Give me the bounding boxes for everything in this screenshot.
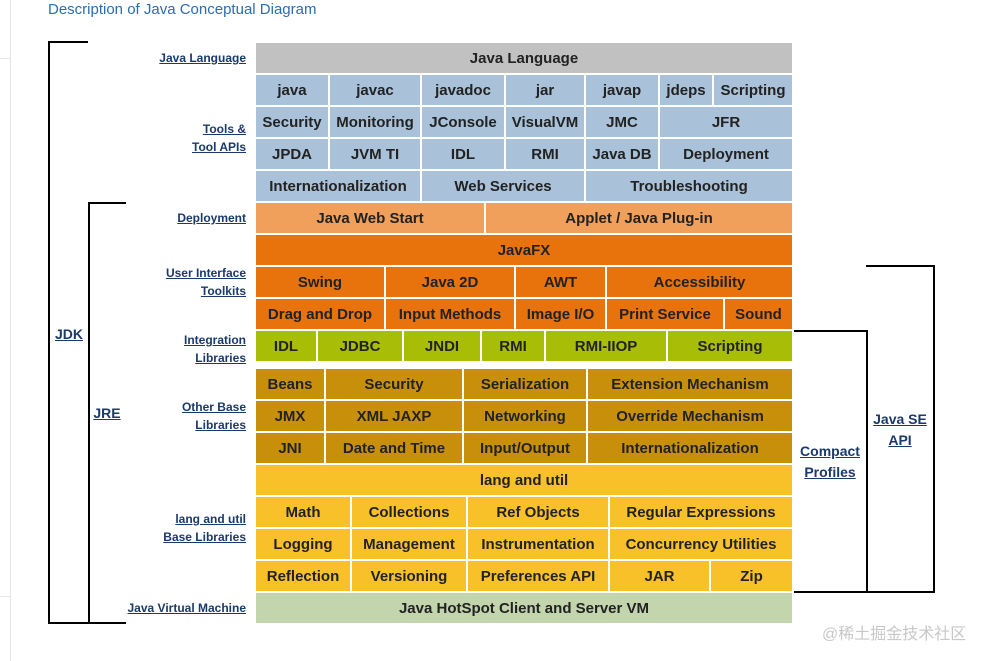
block-collections: Collections xyxy=(352,497,468,529)
block-troubleshooting: Troubleshooting xyxy=(586,171,794,203)
jdk-bracket xyxy=(48,41,88,624)
label-lang-util[interactable]: lang and util Base Libraries xyxy=(163,512,246,544)
block-javap: javap xyxy=(586,75,660,107)
java-se-api-label[interactable]: Java SE API xyxy=(873,411,927,448)
block-xml-jaxp: XML JAXP xyxy=(326,401,464,433)
compact-profiles-bracket xyxy=(794,330,868,593)
block-date-time: Date and Time xyxy=(326,433,464,465)
watermark: @稀土掘金技术社区 xyxy=(822,626,967,643)
block-jmx: JMX xyxy=(256,401,326,433)
block-javac: javac xyxy=(330,75,422,107)
block-jpda: JPDA xyxy=(256,139,330,171)
block-sound: Sound xyxy=(725,299,794,331)
block-jvmti: JVM TI xyxy=(330,139,422,171)
block-i18n-tool: Internationalization xyxy=(256,171,422,203)
block-drag-drop: Drag and Drop xyxy=(256,299,386,331)
block-ref-objects: Ref Objects xyxy=(468,497,610,529)
block-jar: JAR xyxy=(610,561,711,593)
page-edge-line xyxy=(10,0,11,661)
block-lang-util: lang and util xyxy=(256,465,794,497)
block-web-services: Web Services xyxy=(422,171,586,203)
jre-label[interactable]: JRE xyxy=(93,405,121,421)
block-preferences: Preferences API xyxy=(468,561,610,593)
label-deployment[interactable]: Deployment xyxy=(177,211,246,225)
block-monitoring: Monitoring xyxy=(330,107,422,139)
label-tools[interactable]: Tools & Tool APIs xyxy=(192,122,246,154)
block-security: Security xyxy=(326,369,464,401)
block-javadoc: javadoc xyxy=(422,75,506,107)
block-regex: Regular Expressions xyxy=(610,497,794,529)
block-jconsole: JConsole xyxy=(422,107,506,139)
block-hotspot-vm: Java HotSpot Client and Server VM xyxy=(256,593,794,625)
block-swing: Swing xyxy=(256,267,386,299)
jre-bracket xyxy=(88,202,126,624)
block-input-methods: Input Methods xyxy=(386,299,516,331)
block-reflection: Reflection xyxy=(256,561,352,593)
block-java-language: Java Language xyxy=(256,43,794,75)
label-ui-toolkits[interactable]: User Interface Toolkits xyxy=(165,266,246,298)
block-beans: Beans xyxy=(256,369,326,401)
block-rmi-iiop: RMI-IIOP xyxy=(546,331,668,363)
block-networking: Networking xyxy=(464,401,588,433)
label-java-language[interactable]: Java Language xyxy=(159,51,246,65)
label-jvm[interactable]: Java Virtual Machine xyxy=(127,601,247,615)
page-edge-tick xyxy=(0,58,10,59)
block-instrumentation: Instrumentation xyxy=(468,529,610,561)
block-scripting: Scripting xyxy=(668,331,794,363)
page-title[interactable]: Description of Java Conceptual Diagram xyxy=(48,1,317,18)
page-edge-tick xyxy=(0,596,10,597)
block-idl-tool: IDL xyxy=(422,139,506,171)
block-extension-mechanism: Extension Mechanism xyxy=(588,369,794,401)
block-logging: Logging xyxy=(256,529,352,561)
block-awt: AWT xyxy=(516,267,607,299)
block-jar-tool: jar xyxy=(506,75,586,107)
block-override-mechanism: Override Mechanism xyxy=(588,401,794,433)
jdk-label[interactable]: JDK xyxy=(54,326,83,342)
block-web-start: Java Web Start xyxy=(256,203,486,235)
block-versioning: Versioning xyxy=(352,561,468,593)
block-javafx: JavaFX xyxy=(256,235,794,267)
block-management: Management xyxy=(352,529,468,561)
block-jndi: JNDI xyxy=(404,331,482,363)
block-jfr: JFR xyxy=(660,107,794,139)
block-accessibility: Accessibility xyxy=(607,267,794,299)
java-se-api-bracket xyxy=(866,265,935,593)
block-java: java xyxy=(256,75,330,107)
block-concurrency: Concurrency Utilities xyxy=(610,529,794,561)
block-jni: JNI xyxy=(256,433,326,465)
block-applet: Applet / Java Plug-in xyxy=(486,203,794,235)
block-java2d: Java 2D xyxy=(386,267,516,299)
block-idl: IDL xyxy=(256,331,318,363)
block-print-service: Print Service xyxy=(607,299,725,331)
block-image-io: Image I/O xyxy=(516,299,607,331)
block-i18n: Internationalization xyxy=(588,433,794,465)
block-scripting-tool: Scripting xyxy=(714,75,794,107)
block-jmc: JMC xyxy=(586,107,660,139)
block-visualvm: VisualVM xyxy=(506,107,586,139)
block-security-tool: Security xyxy=(256,107,330,139)
block-javadb: Java DB xyxy=(586,139,660,171)
block-rmi-tool: RMI xyxy=(506,139,586,171)
block-rmi: RMI xyxy=(482,331,546,363)
block-serialization: Serialization xyxy=(464,369,588,401)
block-deployment-tool: Deployment xyxy=(660,139,794,171)
label-other-base[interactable]: Other Base Libraries xyxy=(181,400,246,432)
block-input-output: Input/Output xyxy=(464,433,588,465)
block-zip: Zip xyxy=(711,561,794,593)
block-jdbc: JDBC xyxy=(318,331,404,363)
compact-profiles-label[interactable]: Compact Profiles xyxy=(796,441,864,483)
block-jdeps: jdeps xyxy=(660,75,714,107)
label-integration[interactable]: Integration Libraries xyxy=(184,333,246,365)
block-math: Math xyxy=(256,497,352,529)
